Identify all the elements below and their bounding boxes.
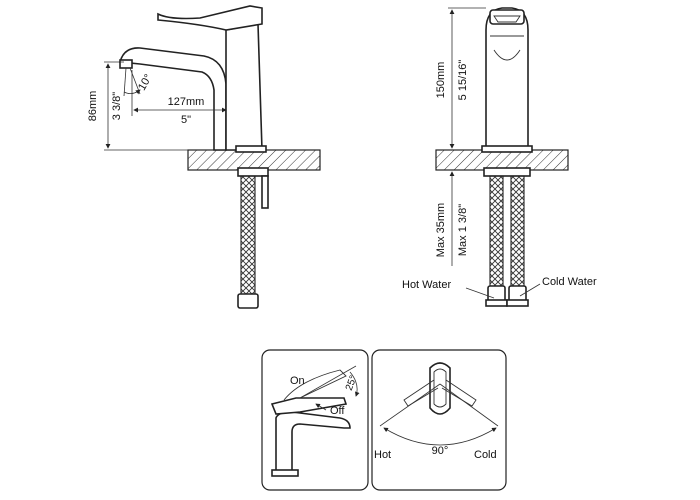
- front-view: 150mm 5 15/16" Max 35mm Max 1 3/8" Hot W…: [402, 7, 597, 307]
- faucet-top-view: [429, 362, 451, 415]
- side-view: 86mm 3 3/8" 127mm 5" 10°: [87, 5, 321, 309]
- side-countertop: [187, 149, 321, 171]
- hot-water-label: Hot Water: [402, 279, 451, 291]
- front-lever: [489, 9, 525, 25]
- spout-angle: 10°: [136, 72, 155, 92]
- front-countertop: [435, 149, 569, 171]
- front-faucet-body: [485, 7, 529, 151]
- side-aerator: [119, 59, 133, 69]
- max-thickness-in: Max 1 3/8": [457, 204, 469, 256]
- spout-reach-in: 5": [181, 114, 191, 126]
- side-hose-nut: [237, 293, 259, 309]
- max-thickness-mm: Max 35mm: [435, 203, 447, 257]
- height-mm: 150mm: [435, 62, 447, 99]
- hot-cold-panel-frame: [371, 349, 507, 491]
- spout-height-mm: 86mm: [87, 91, 99, 122]
- hot-label: Hot: [374, 449, 391, 461]
- operation-panel-hot-cold: 90° Hot Cold: [371, 349, 507, 491]
- on-label: On: [290, 375, 305, 387]
- cold-water-hose: [510, 175, 525, 287]
- cold-label: Cold: [474, 449, 497, 461]
- cold-water-label: Cold Water: [542, 276, 597, 288]
- off-label: Off: [330, 405, 345, 417]
- rotation-angle: 90°: [432, 445, 449, 457]
- operation-panel-on-off: 25° On Off: [261, 349, 369, 491]
- hot-water-hose: [489, 175, 504, 287]
- side-faucet-body: [118, 47, 227, 151]
- side-braided-hose: [240, 175, 256, 295]
- side-mounting-rod: [261, 175, 269, 209]
- height-in: 5 15/16": [457, 60, 469, 101]
- lever-angle: 25°: [344, 374, 360, 392]
- spout-reach-mm: 127mm: [168, 96, 205, 108]
- side-lever: [157, 5, 263, 31]
- spout-height-in: 3 3/8": [111, 92, 123, 120]
